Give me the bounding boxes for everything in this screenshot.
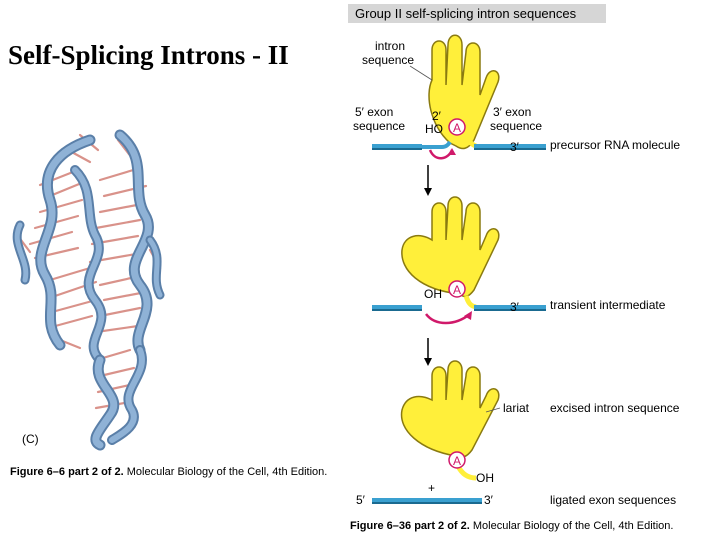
svg-text:A: A xyxy=(453,283,461,297)
lariat-label: lariat xyxy=(503,401,530,415)
stage1-description: precursor RNA molecule xyxy=(550,138,680,152)
stage3-intron-description: excised intron sequence xyxy=(550,401,680,415)
svg-text:2′: 2′ xyxy=(432,109,442,123)
svg-text:sequence: sequence xyxy=(353,119,405,133)
backbone-ribbons xyxy=(17,135,160,445)
attack-arrow-2 xyxy=(426,314,470,323)
svg-text:+: + xyxy=(428,481,435,495)
svg-text:OH: OH xyxy=(424,287,442,301)
svg-text:sequence: sequence xyxy=(490,119,542,133)
exon5-label: 5′ exon xyxy=(355,105,393,119)
svg-text:3′: 3′ xyxy=(510,140,520,154)
svg-text:OH: OH xyxy=(476,471,494,485)
svg-text:HO: HO xyxy=(425,122,443,136)
intron-label: intron xyxy=(375,39,405,53)
stage-products: A lariat OH excised intron sequence + 5′… xyxy=(356,361,680,507)
svg-text:A: A xyxy=(453,121,461,135)
intron-hand-2 xyxy=(402,197,499,297)
svg-text:sequence: sequence xyxy=(362,53,414,67)
panel-c-label: (C) xyxy=(22,432,39,446)
stage-precursor: A intron sequence 5′ exon sequence 3′ ex… xyxy=(353,35,680,158)
rna-3d-structure xyxy=(17,135,160,445)
exon3-label: 3′ exon xyxy=(493,105,531,119)
svg-text:3′: 3′ xyxy=(484,493,494,507)
svg-text:5′: 5′ xyxy=(356,493,366,507)
stage3-exon-description: ligated exon sequences xyxy=(550,493,676,507)
stage2-description: transient intermediate xyxy=(550,298,666,312)
svg-text:3′: 3′ xyxy=(510,300,520,314)
stage-intermediate: A OH 3′ transient intermediate xyxy=(372,197,666,323)
left-figure-caption: Figure 6–6 part 2 of 2. Molecular Biolog… xyxy=(10,466,327,478)
right-figure-caption: Figure 6–36 part 2 of 2. Molecular Biolo… xyxy=(350,520,673,532)
svg-text:A: A xyxy=(453,454,461,468)
intron-lariat xyxy=(402,361,499,457)
